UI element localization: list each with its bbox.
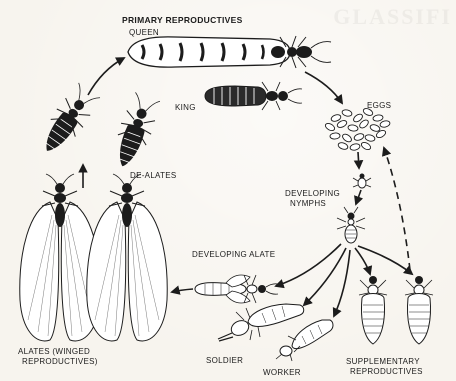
arrow-nymph-to-soldier <box>304 248 346 305</box>
diagram-title: PRIMARY REPRODUCTIVES <box>122 16 243 25</box>
background-ghost-text: GLASSIFI <box>333 4 452 30</box>
de-alates-label: DE-ALATES <box>130 171 177 180</box>
developing-nymphs-label-line2: NYMPHS <box>290 199 326 208</box>
arrow-nymph-to-supplementary-2 <box>358 246 412 274</box>
alates-label-line1: ALATES (WINGED <box>18 347 90 356</box>
queen-illustration <box>128 36 331 68</box>
de-alate-1-illustration <box>34 81 103 160</box>
arrow-small-nymph-to-nymph <box>356 190 361 204</box>
arrow-supplementary-to-eggs <box>384 148 410 270</box>
de-alate-2-illustration <box>107 91 162 171</box>
eggs-cluster <box>324 107 390 151</box>
soldier-illustration <box>218 304 304 341</box>
developing-nymph-illustration <box>337 207 365 243</box>
worker-label: WORKER <box>263 368 301 377</box>
soldier-label: SOLDIER <box>206 356 243 365</box>
small-nymph-illustration <box>353 174 371 189</box>
supplementary-reproductives-label-line2: REPRODUCTIVES <box>350 367 423 376</box>
supplementary-reproductive-1-illustration <box>359 276 387 344</box>
arrow-queen-to-eggs <box>305 72 342 103</box>
worker-illustration <box>276 320 333 361</box>
arrow-eggs-to-small-nymph <box>358 152 359 168</box>
alate-2-illustration <box>87 174 167 341</box>
alate-1-illustration <box>20 174 100 341</box>
arrow-developing-alate-to-alates <box>172 289 193 292</box>
arrow-nymph-to-supplementary-1 <box>355 248 370 274</box>
alates-label-line2: REPRODUCTIVES) <box>22 357 98 366</box>
arrow-de-alates-to-primary-reproductives <box>88 58 124 95</box>
arrow-nymph-to-worker <box>334 250 350 316</box>
queen-label: QUEEN <box>129 28 159 37</box>
developing-nymphs-label-line1: DEVELOPING <box>285 189 340 198</box>
arrow-nymph-to-developing-alate <box>276 244 341 286</box>
king-illustration <box>205 82 302 110</box>
developing-alate-label: DEVELOPING ALATE <box>192 250 275 259</box>
eggs-label: EGGS <box>367 101 391 110</box>
supplementary-reproductives-label-line1: SUPPLEMENTARY <box>346 357 420 366</box>
developing-alate-illustration <box>195 275 278 303</box>
king-label: KING <box>175 103 196 112</box>
supplementary-reproductive-2-illustration <box>405 276 433 344</box>
